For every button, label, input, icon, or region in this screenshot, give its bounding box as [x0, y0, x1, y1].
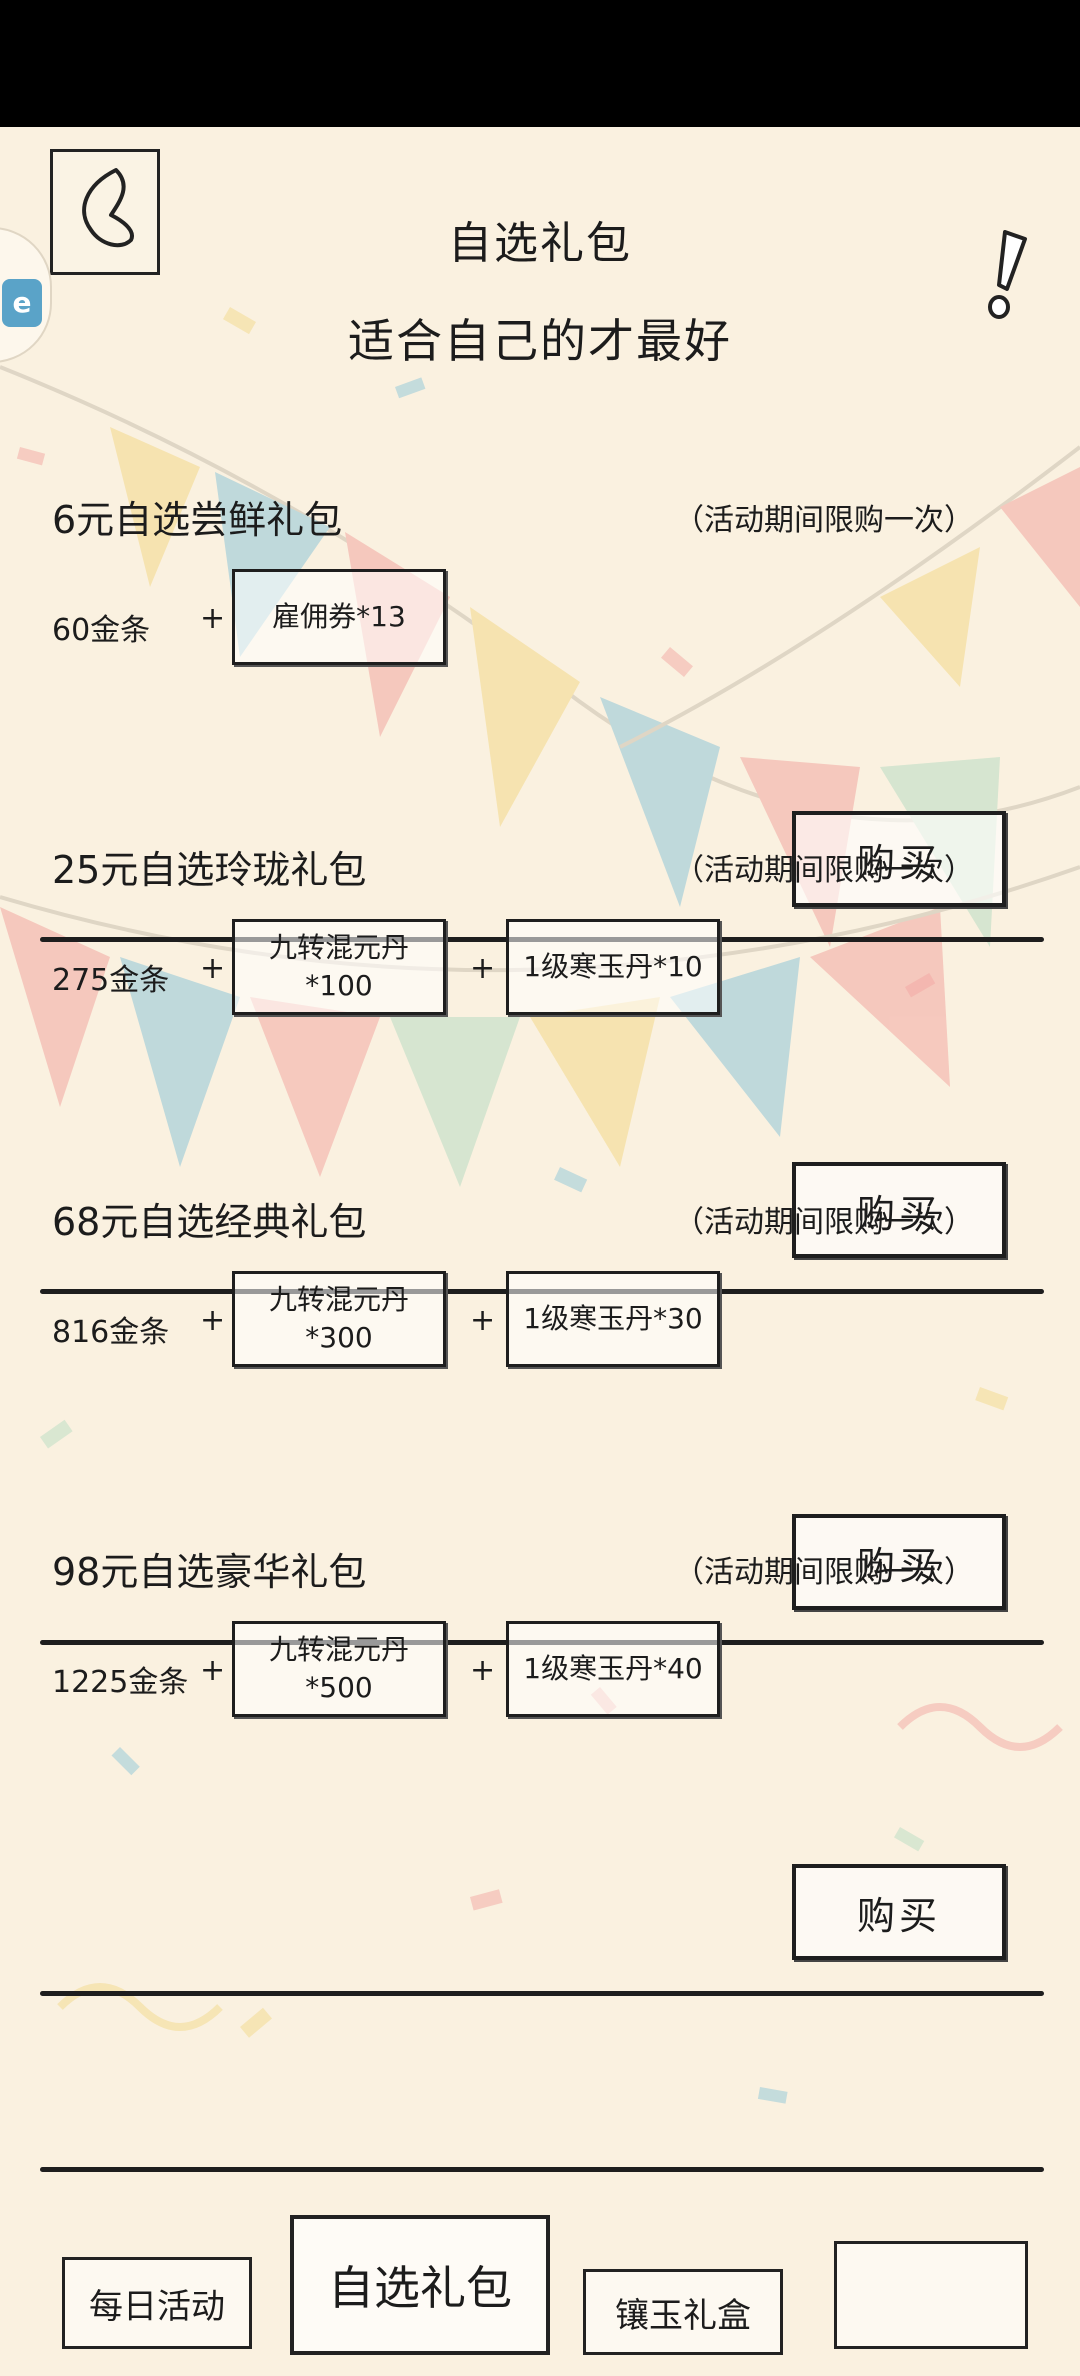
pack-name: 98元自选豪华礼包 — [52, 1550, 367, 1594]
buy-button[interactable]: 购买 — [792, 1514, 1006, 1610]
pack-item: 1级寒玉丹*40 — [506, 1621, 720, 1717]
back-button[interactable] — [50, 149, 160, 275]
plus-sign: + — [200, 1303, 226, 1338]
page-subtitle: 适合自己的才最好 — [348, 314, 732, 368]
bunting-decoration — [0, 307, 1080, 2104]
tab-daily-activity[interactable]: 每日活动 — [62, 2257, 252, 2349]
pack-gold: 275金条 — [52, 963, 170, 998]
tab-empty[interactable] — [834, 2241, 1028, 2349]
plus-sign: + — [470, 1653, 496, 1688]
buy-button[interactable]: 购买 — [792, 811, 1006, 907]
status-bar — [0, 0, 1080, 127]
divider — [40, 1991, 1044, 1996]
gift-pack-2: 25元自选玲珑礼包 （活动期间限购一次） 275金条 + 九转混元丹 *100 … — [0, 839, 1080, 1294]
gift-pack-4: 98元自选豪华礼包 （活动期间限购一次） 1225金条 + 九转混元丹 *500… — [0, 1541, 1080, 1996]
pack-limit: （活动期间限购一次） — [674, 853, 974, 888]
pack-name: 25元自选玲珑礼包 — [52, 848, 367, 892]
pack-gold: 60金条 — [52, 613, 151, 648]
pack-gold: 1225金条 — [52, 1665, 189, 1700]
pack-item: 1级寒玉丹*30 — [506, 1271, 720, 1367]
page-title: 自选礼包 — [448, 218, 632, 269]
pack-name: 68元自选经典礼包 — [52, 1200, 367, 1244]
pack-gold: 816金条 — [52, 1315, 170, 1350]
pack-limit: （活动期间限购一次） — [674, 1205, 974, 1240]
tab-jade-box[interactable]: 镶玉礼盒 — [583, 2269, 783, 2355]
pack-limit: （活动期间限购一次） — [674, 503, 974, 538]
pack-item: 1级寒玉丹*10 — [506, 919, 720, 1015]
plus-sign: + — [200, 951, 226, 986]
footer-divider — [40, 2167, 1044, 2172]
buy-button[interactable]: 购买 — [792, 1864, 1006, 1960]
gift-pack-1: 6元自选尝鲜礼包 （活动期间限购一次） 60金条 + 雇佣券*13 购买 — [0, 489, 1080, 942]
plus-sign: + — [200, 601, 226, 636]
pack-limit: （活动期间限购一次） — [674, 1555, 974, 1590]
pack-name: 6元自选尝鲜礼包 — [52, 498, 343, 542]
back-chevron-icon — [82, 168, 134, 248]
pack-item: 九转混元丹 *300 — [232, 1271, 446, 1367]
side-badge: e — [2, 279, 42, 327]
buy-button[interactable]: 购买 — [792, 1162, 1006, 1258]
pack-item: 九转混元丹 *500 — [232, 1621, 446, 1717]
tab-select-pack[interactable]: 自选礼包 — [290, 2215, 550, 2355]
gift-pack-screen: e 自选礼包 适合自己的才最好 6元自选尝鲜礼包 （活动期间限购一次） 60金条… — [0, 127, 1080, 2376]
plus-sign: + — [470, 951, 496, 986]
plus-sign: + — [470, 1303, 496, 1338]
exclamation-icon[interactable] — [985, 227, 1035, 327]
pack-item: 九转混元丹 *100 — [232, 919, 446, 1015]
gift-pack-3: 68元自选经典礼包 （活动期间限购一次） 816金条 + 九转混元丹 *300 … — [0, 1191, 1080, 1645]
plus-sign: + — [200, 1653, 226, 1688]
pack-item: 雇佣券*13 — [232, 569, 446, 665]
